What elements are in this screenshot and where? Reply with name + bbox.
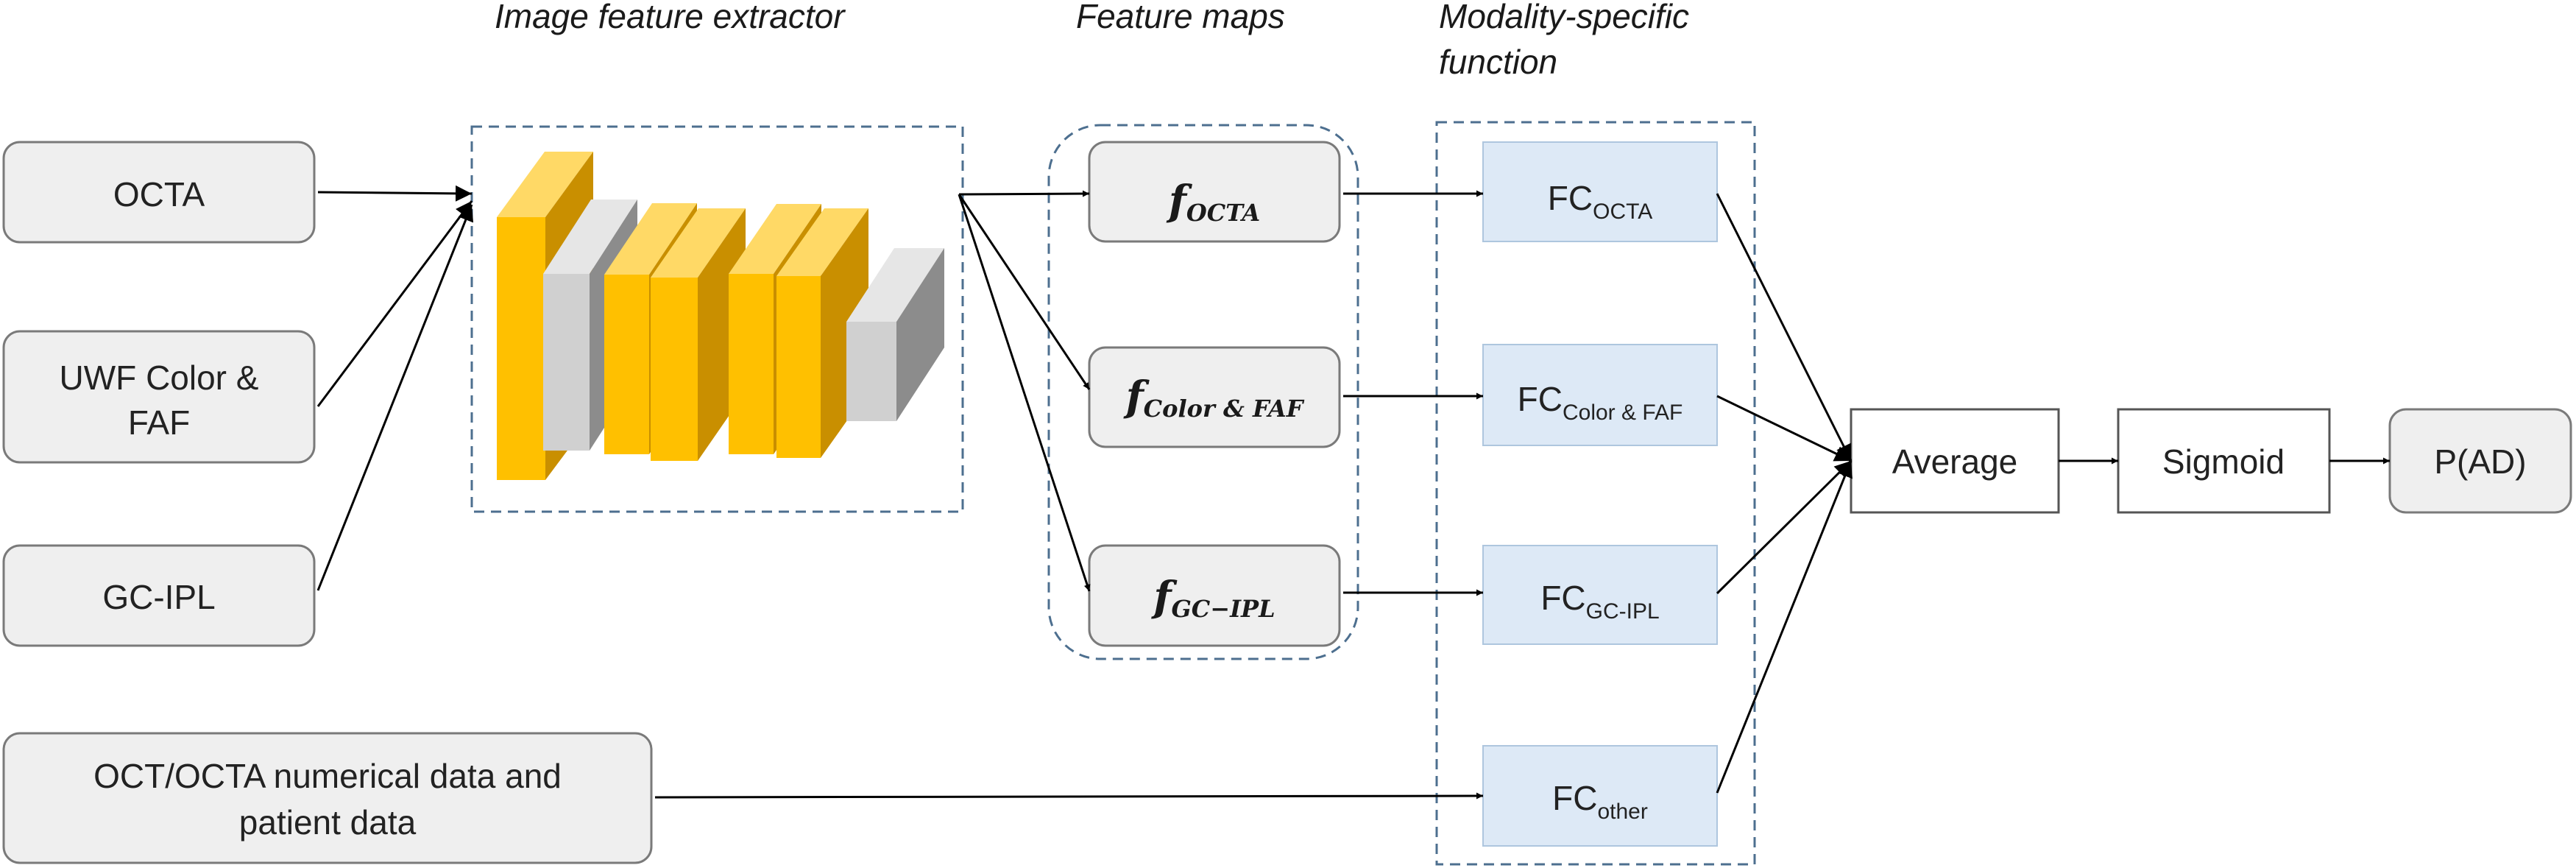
modality-header-line1: Modality-specific [1439,0,1689,35]
input-arrows [316,185,474,591]
input-octa-label: OCTA [113,175,205,214]
fc-octa: FCOCTA [1482,141,1718,242]
arrow-fc-gcipl-to-average [1716,459,1853,595]
input-uwf-label-line2: FAF [128,403,190,442]
extractor-frame [470,125,964,513]
fc-other: FCother [1482,745,1718,847]
input-uwf-color-faf: UWF Color & FAF [2,330,316,464]
input-numerical-data: OCT/OCTA numerical data and patient data [2,732,653,864]
arrow-fc-octa-to-average [1716,193,1853,462]
arrow-numeric-to-fc-other [654,792,1484,800]
sigmoid-box: Sigmoid [2117,408,2331,514]
feature-maps-header: Feature maps [1076,0,1285,35]
output-box: P(AD) [2388,408,2572,514]
feature-maps-frame [1047,124,1359,660]
fc-octa-label: FCOCTA [1548,179,1652,224]
fc-gc-ipl-label: FCGC-IPL [1540,579,1659,624]
output-label: P(AD) [2434,442,2526,481]
fc-gc-ipl: FCGC-IPL [1482,545,1718,645]
feature-map-octa: fOCTA [1088,141,1341,243]
input-uwf-label-line1: UWF Color & [60,359,259,397]
feature-map-gc-ipl: fGC−IPL [1088,544,1341,647]
feature-map-color-faf: fColor & FAF [1088,346,1341,448]
arrow-fc-color-to-average [1716,395,1852,462]
arrow-extractor-to-f-color [958,194,1091,390]
input-octa: OCTA [2,141,316,244]
modality-function-frame [1435,121,1756,866]
average-label: Average [1892,442,2018,481]
fc-color-faf-label: FCColor & FAF [1518,380,1683,425]
input-gc-ipl: GC-IPL [2,544,316,647]
arrow-uwf-to-extractor [316,200,473,407]
sigmoid-label: Sigmoid [2162,442,2285,481]
cnn-layers-illustration [497,152,944,480]
arrow-extractor-to-f-gcipl [958,194,1091,592]
input-gcipl-label: GC-IPL [102,578,215,616]
feature-map-arrows [654,190,1484,800]
cnn-layer-grey [846,248,944,421]
average-box: Average [1850,408,2060,514]
arrow-gcipl-to-extractor [316,204,474,591]
modality-header-line2: function [1439,43,1557,81]
input-numeric-label-line2: patient data [239,803,417,841]
input-numeric-label-line1: OCT/OCTA numerical data and [93,757,562,795]
arrow-octa-to-extractor [317,185,473,202]
arrow-fc-other-to-average [1716,460,1853,794]
extractor-header: Image feature extractor [495,0,846,35]
fc-color-faf: FCColor & FAF [1482,344,1718,446]
fc-arrows [1716,193,1853,794]
extractor-arrows [958,190,1091,592]
fc-other-label: FCother [1552,779,1648,824]
